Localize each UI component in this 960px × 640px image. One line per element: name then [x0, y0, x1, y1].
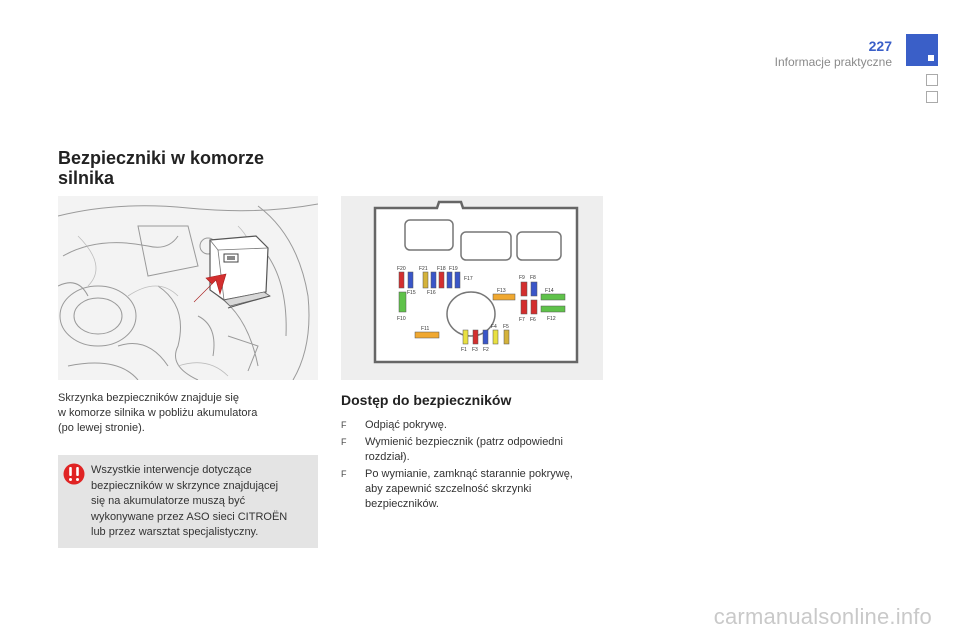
fuse-label-f7: F7: [519, 317, 525, 323]
fuse-label-f19: F19: [449, 266, 458, 272]
fuse-label-f3: F3: [472, 347, 478, 353]
fuse-label-f18: F18: [437, 266, 446, 272]
exclamation-warning-icon: [63, 463, 85, 485]
fuse-label-f13: F13: [497, 288, 506, 294]
fuse-label-f4: F4: [491, 324, 497, 330]
access-section-title: Dostęp do bezpieczników: [341, 392, 512, 408]
section-name: Informacje praktyczne: [774, 55, 892, 69]
red-arrow-icon: [193, 273, 227, 303]
list-item: F Po wymianie, zamknąć starannie pokrywę…: [341, 467, 611, 512]
step-line: Odpiąć pokrywę.: [365, 419, 447, 431]
warning-box: Wszystkie interwencje dotyczące bezpiecz…: [58, 455, 318, 548]
step-line: bezpieczników.: [365, 498, 439, 510]
fuse-box-diagram: F20 F21 F18 F19 F17 F15 F16 F10 F13 F9 F…: [341, 196, 603, 380]
watermark: carmanualsonline.info: [713, 604, 932, 629]
step-line: Po wymianie, zamknąć starannie pokrywę,: [365, 468, 573, 480]
intro-line: (po lewej stronie).: [58, 422, 145, 434]
engine-bay-image: [58, 196, 318, 380]
warning-text: Wszystkie interwencje dotyczące bezpiecz…: [91, 463, 313, 541]
intro-line: Skrzynka bezpieczników znajduje się: [58, 392, 239, 404]
page-title: Bezpieczniki w komorze silnika: [58, 148, 265, 188]
fuse-label-f12: F12: [547, 316, 556, 322]
step-line: aby zapewnić szczelność skrzynki: [365, 483, 532, 495]
fuse-label-f2: F2: [483, 347, 489, 353]
warning-line: wykonywane przez ASO sieci CITROËN: [91, 510, 288, 523]
warning-line: bezpieczników w skrzynce znajdującej: [91, 479, 279, 492]
chapter-tab-marker: [928, 55, 934, 61]
warning-line: się na akumulatorze muszą być: [91, 495, 246, 507]
fuse-label-f6: F6: [530, 317, 536, 323]
engine-bay-drawing: [58, 196, 318, 380]
fuse-label-f8: F8: [530, 275, 536, 281]
fuse-label-f20: F20: [397, 266, 406, 272]
fuse-label-f14: F14: [545, 288, 554, 294]
list-item: F Odpiąć pokrywę.: [341, 418, 611, 433]
fuse-label-f21: F21: [419, 266, 428, 272]
fuse-label-f15: F15: [407, 290, 416, 296]
fuse-label-f11: F11: [421, 326, 429, 332]
list-item: F Wymienić bezpiecznik (patrz odpowiedni…: [341, 435, 611, 465]
fuse-label-f17: F17: [464, 276, 473, 282]
chapter-tab[interactable]: [906, 34, 938, 66]
intro-line: w komorze silnika w pobliżu akumulatora: [58, 407, 258, 419]
warning-line: lub przez warsztat specjalistyczny.: [91, 526, 259, 538]
bullet-icon: F: [341, 437, 347, 447]
fuse-label-f10: F10: [397, 316, 406, 322]
fuse-label-f9: F9: [519, 275, 525, 281]
access-steps-list: F Odpiąć pokrywę. F Wymienić bezpiecznik…: [341, 418, 611, 514]
fuse-box-drawing: F20 F21 F18 F19 F17 F15 F16 F10 F13 F9 F…: [341, 196, 603, 380]
intro-paragraph: Skrzynka bezpieczników znajduje się w ko…: [58, 391, 323, 436]
bullet-icon: F: [341, 420, 347, 430]
chapter-tab-empty[interactable]: [926, 91, 938, 103]
step-line: Wymienić bezpiecznik (patrz odpowiedni: [365, 436, 563, 448]
chapter-tab-empty[interactable]: [926, 74, 938, 86]
fuse-label-f1: F1: [461, 347, 467, 353]
bullet-icon: F: [341, 469, 347, 479]
fuse-label-f5: F5: [503, 324, 509, 330]
step-line: rozdział).: [365, 451, 410, 463]
page-number: 227: [868, 38, 892, 54]
fuse-label-f16: F16: [427, 290, 436, 296]
warning-line: Wszystkie interwencje dotyczące: [91, 464, 252, 476]
